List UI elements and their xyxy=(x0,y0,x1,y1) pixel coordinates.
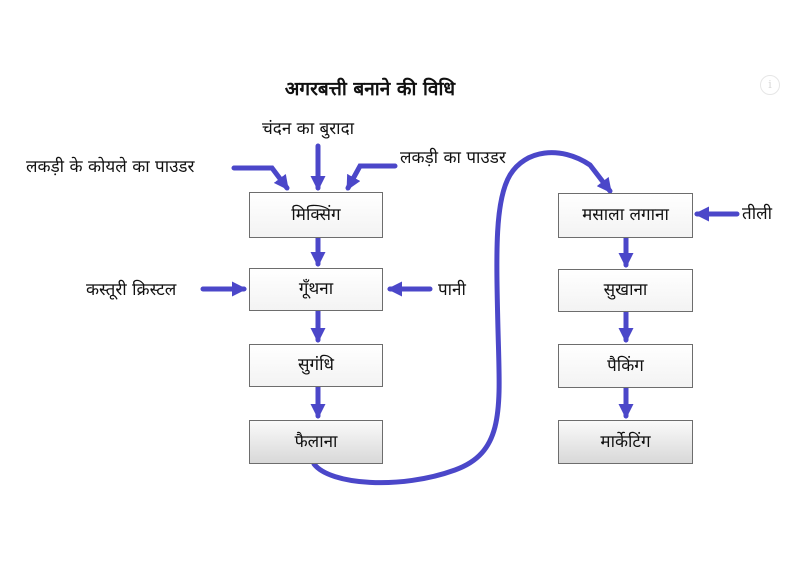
step-box-masala: मसाला लगाना xyxy=(558,193,693,238)
step-box-mixing: मिक्सिंग xyxy=(249,192,383,238)
input-label-pani: पानी xyxy=(438,280,466,300)
step-box-failana: फैलाना xyxy=(249,420,383,464)
step-box-sugandhi: सुगंधि xyxy=(249,344,383,387)
arrow-koyla-to-mixing xyxy=(231,165,290,191)
input-label-lakdi: लकड़ी का पाउडर xyxy=(400,148,506,168)
step-box-marketing: मार्केटिंग xyxy=(558,420,693,464)
step-box-goondhna: गूँथना xyxy=(249,268,383,311)
input-label-chandan: चंदन का बुरादा xyxy=(262,119,355,139)
input-label-teeli: तीली xyxy=(742,204,773,224)
input-label-koyla: लकड़ी के कोयले का पाउडर xyxy=(26,157,195,177)
step-box-sukhana: सुखाना xyxy=(558,269,693,312)
diagram-title: अगरबत्ती बनाने की विधि xyxy=(284,78,456,100)
arrow-lakdi-to-mixing xyxy=(345,163,398,191)
curve-failana-to-masala xyxy=(311,150,613,486)
info-icon: i xyxy=(760,75,780,95)
step-box-packing: पैकिंग xyxy=(558,344,693,388)
input-label-kasturi: कस्तूरी क्रिस्टल xyxy=(86,280,177,300)
